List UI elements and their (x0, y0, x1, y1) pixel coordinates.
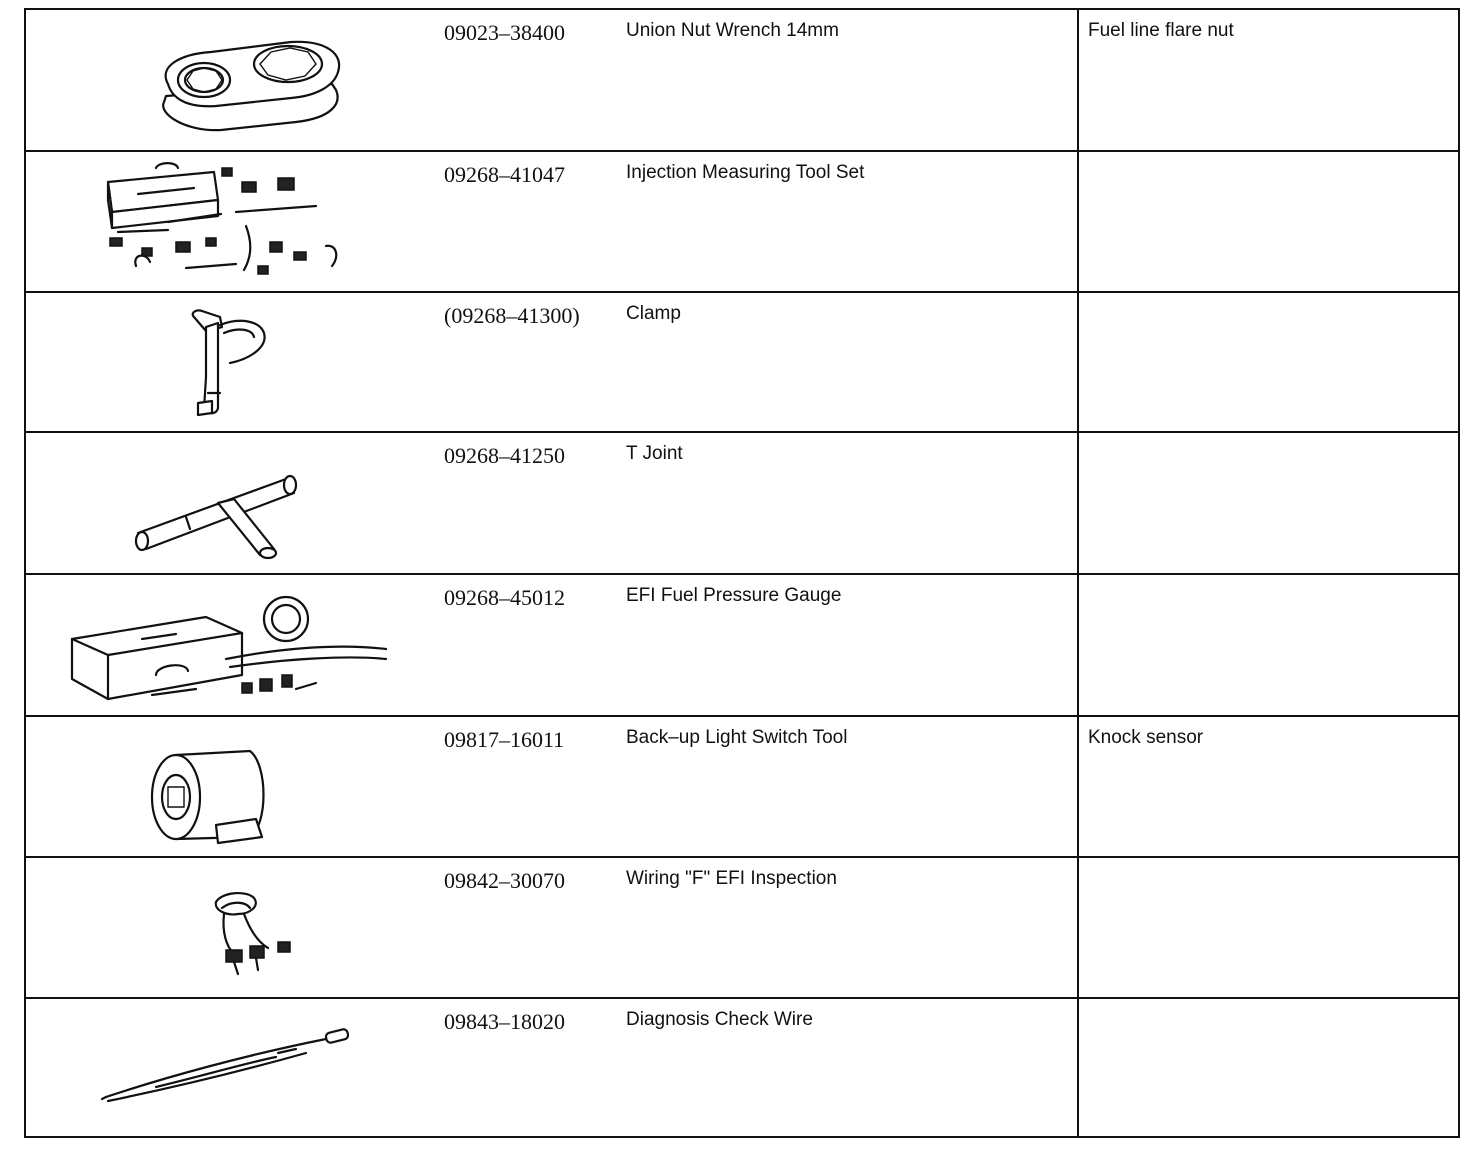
tool-name: Diagnosis Check Wire (626, 1009, 813, 1030)
part-number: 09817–16011 (444, 727, 565, 752)
tool-note: Fuel line flare nut (1088, 20, 1234, 41)
column-divider (1077, 717, 1079, 856)
table-row: 09843–18020 Diagnosis Check Wire (26, 999, 1458, 1136)
table-row: 09268–41047 Injection Measuring Tool Set (26, 152, 1458, 293)
column-divider (1077, 293, 1079, 431)
union-nut-wrench-illustration (46, 14, 436, 146)
table-row: 09842–30070 Wiring "F" EFI Inspection (26, 858, 1458, 999)
column-divider (1077, 433, 1079, 573)
tool-name: Back–up Light Switch Tool (626, 727, 848, 748)
part-number: 09843–18020 (444, 1009, 565, 1034)
table-row: 09268–45012 EFI Fuel Pressure Gauge (26, 575, 1458, 717)
part-number: 09842–30070 (444, 868, 565, 893)
column-divider (1077, 999, 1079, 1136)
tool-name: Injection Measuring Tool Set (626, 162, 865, 183)
tool-name: Union Nut Wrench 14mm (626, 20, 839, 41)
part-number: 09023–38400 (444, 20, 565, 45)
tool-name: EFI Fuel Pressure Gauge (626, 585, 842, 606)
part-number: 09268–45012 (444, 585, 565, 610)
clamp-illustration (46, 297, 436, 429)
column-divider (1077, 152, 1079, 291)
t-joint-illustration (46, 437, 436, 569)
check-wire-illustration (46, 1003, 436, 1135)
column-divider (1077, 575, 1079, 715)
part-number: (09268–41300) (444, 303, 580, 328)
part-number: 09268–41250 (444, 443, 565, 468)
table-row: 09023–38400 Union Nut Wrench 14mm Fuel l… (26, 10, 1458, 152)
inspection-wiring-illustration (46, 862, 436, 994)
table-row: 09817–16011 Back–up Light Switch Tool Kn… (26, 717, 1458, 858)
special-tools-table: 09023–38400 Union Nut Wrench 14mm Fuel l… (24, 8, 1460, 1138)
injection-measuring-tool-set-illustration (46, 156, 436, 288)
tool-name: Wiring "F" EFI Inspection (626, 868, 837, 889)
tool-note: Knock sensor (1088, 727, 1204, 748)
column-divider (1077, 10, 1079, 150)
column-divider (1077, 858, 1079, 997)
table-row: (09268–41300) Clamp (26, 293, 1458, 433)
tool-name: T Joint (626, 443, 683, 464)
light-switch-socket-illustration (46, 721, 436, 853)
fuel-pressure-gauge-kit-illustration (46, 579, 436, 711)
tool-name: Clamp (626, 303, 681, 324)
table-row: 09268–41250 T Joint (26, 433, 1458, 575)
part-number: 09268–41047 (444, 162, 565, 187)
